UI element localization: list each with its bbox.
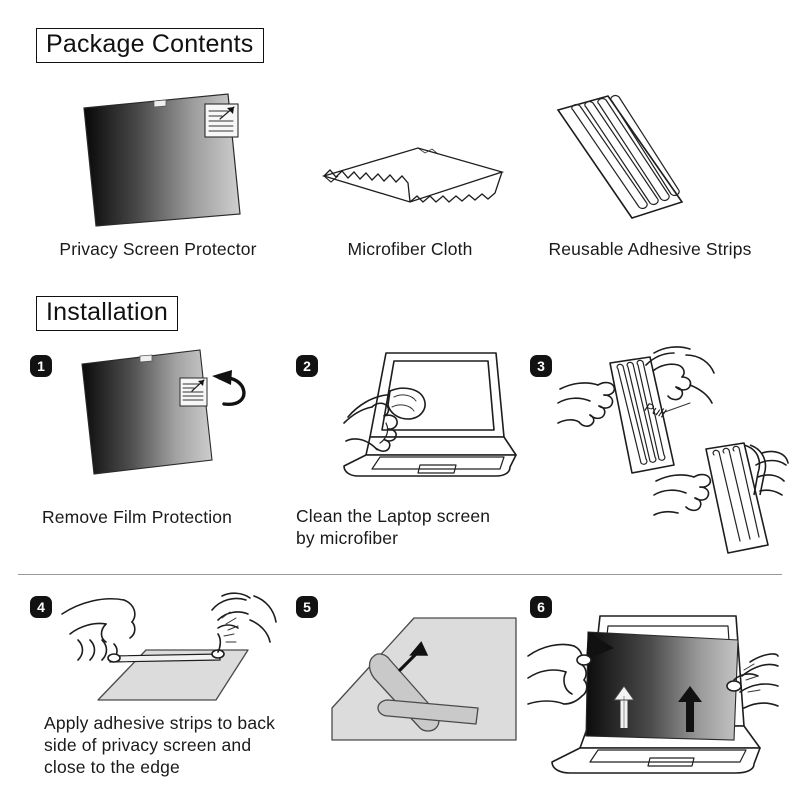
adhesive-strip-sheet-icon	[540, 92, 700, 227]
step-badge-2: 2	[296, 355, 318, 377]
step-caption-4: Apply adhesive strips to back side of pr…	[44, 713, 275, 777]
laptop-attach-screen-icon	[527, 600, 779, 780]
screen-with-peel-arrow-icon	[72, 348, 262, 478]
step-badge-6: 6	[530, 596, 552, 618]
hands-pulling-strips-icon	[557, 345, 789, 554]
section-divider	[18, 574, 782, 575]
hands-apply-strip-icon	[58, 590, 278, 710]
package-item-label-0: Privacy Screen Protector	[59, 239, 257, 259]
step-caption-1: Remove Film Protection	[42, 507, 233, 527]
package-item-label-2: Reusable Adhesive Strips	[548, 239, 752, 259]
section-heading-installation: Installation	[36, 296, 178, 331]
step-badge-3: 3	[530, 355, 552, 377]
section-heading-package-contents: Package Contents	[36, 28, 264, 63]
strip-peel-corner-arrow-icon	[316, 612, 517, 752]
microfiber-cloth-icon	[318, 130, 508, 220]
step-caption-2: Clean the Laptop screen by microfiber	[296, 506, 491, 548]
step-badge-5: 5	[296, 596, 318, 618]
laptop-hand-wipe-icon	[328, 345, 518, 485]
step-badge-1: 1	[30, 355, 52, 377]
package-item-label-1: Microfiber Cloth	[347, 239, 473, 259]
privacy-screen-panel-icon	[70, 88, 260, 228]
step-badge-4: 4	[30, 596, 52, 618]
